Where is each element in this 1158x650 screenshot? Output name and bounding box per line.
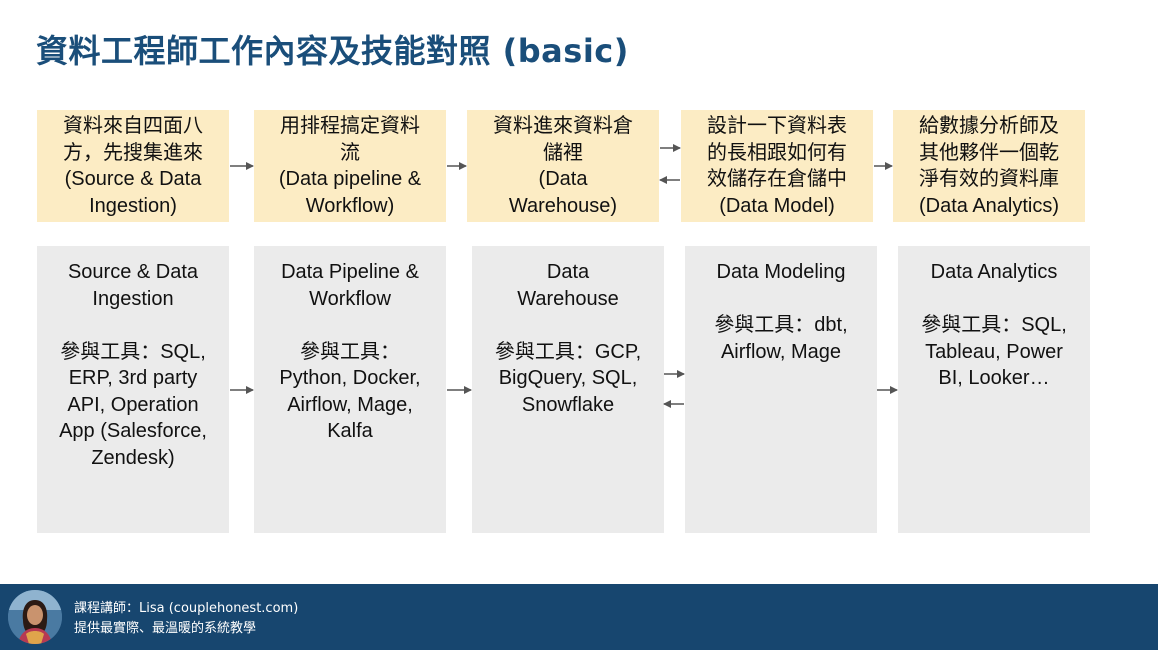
stage-box-model: 設計一下資料表 的長相跟如何有 效儲存在倉儲中 (Data Model): [681, 110, 873, 222]
tool-list: 參與工具：GCP, BigQuery, SQL, Snowflake: [494, 340, 642, 416]
footer-text: 課程講師：Lisa (couplehonest.com) 提供最實際、最溫暖的系…: [74, 599, 298, 639]
tool-box-analytics: Data Analytics 參與工具：SQL, Tableau, Power …: [898, 246, 1090, 533]
tool-list: 參與工具： Python, Docker, Airflow, Mage, Kal…: [279, 340, 421, 443]
stage-box-pipeline: 用排程搞定資料 流 (Data pipeline & Workflow): [254, 110, 446, 222]
tool-heading: Data Pipeline & Workflow: [281, 261, 419, 310]
slide-title: 資料工程師工作內容及技能對照 (basic): [36, 32, 629, 70]
tool-heading: Data Analytics: [930, 261, 1058, 283]
tool-heading: Data Warehouse: [517, 261, 619, 310]
footer-bar: 課程講師：Lisa (couplehonest.com) 提供最實際、最溫暖的系…: [0, 584, 1158, 650]
avatar-photo-icon: [8, 590, 62, 644]
tool-list: 參與工具：SQL, ERP, 3rd party API, Operation …: [59, 340, 207, 469]
tool-heading: Source & Data Ingestion: [67, 261, 199, 310]
tool-list: 參與工具：SQL, Tableau, Power BI, Looker…: [921, 314, 1067, 389]
stage-box-warehouse: 資料進來資料倉 儲裡 (Data Warehouse): [467, 110, 659, 222]
footer-tagline: 提供最實際、最溫暖的系統教學: [74, 621, 257, 636]
instructor-credit: 課程講師：Lisa (couplehonest.com): [74, 601, 299, 616]
tool-box-warehouse: Data Warehouse 參與工具：GCP, BigQuery, SQL, …: [472, 246, 664, 533]
stage-box-analytics: 給數據分析師及 其他夥伴一個乾 淨有效的資料庫 (Data Analytics): [893, 110, 1085, 222]
stage-box-ingestion: 資料來自四面八 方，先搜集進來 (Source & Data Ingestion…: [37, 110, 229, 222]
tool-box-model: Data Modeling 參與工具：dbt, Airflow, Mage: [685, 246, 877, 533]
tool-box-pipeline: Data Pipeline & Workflow 參與工具： Python, D…: [254, 246, 446, 533]
tool-heading: Data Modeling: [716, 261, 846, 283]
instructor-avatar: [8, 590, 62, 644]
tool-box-ingestion: Source & Data Ingestion 參與工具：SQL, ERP, 3…: [37, 246, 229, 533]
tool-list: 參與工具：dbt, Airflow, Mage: [714, 314, 848, 363]
